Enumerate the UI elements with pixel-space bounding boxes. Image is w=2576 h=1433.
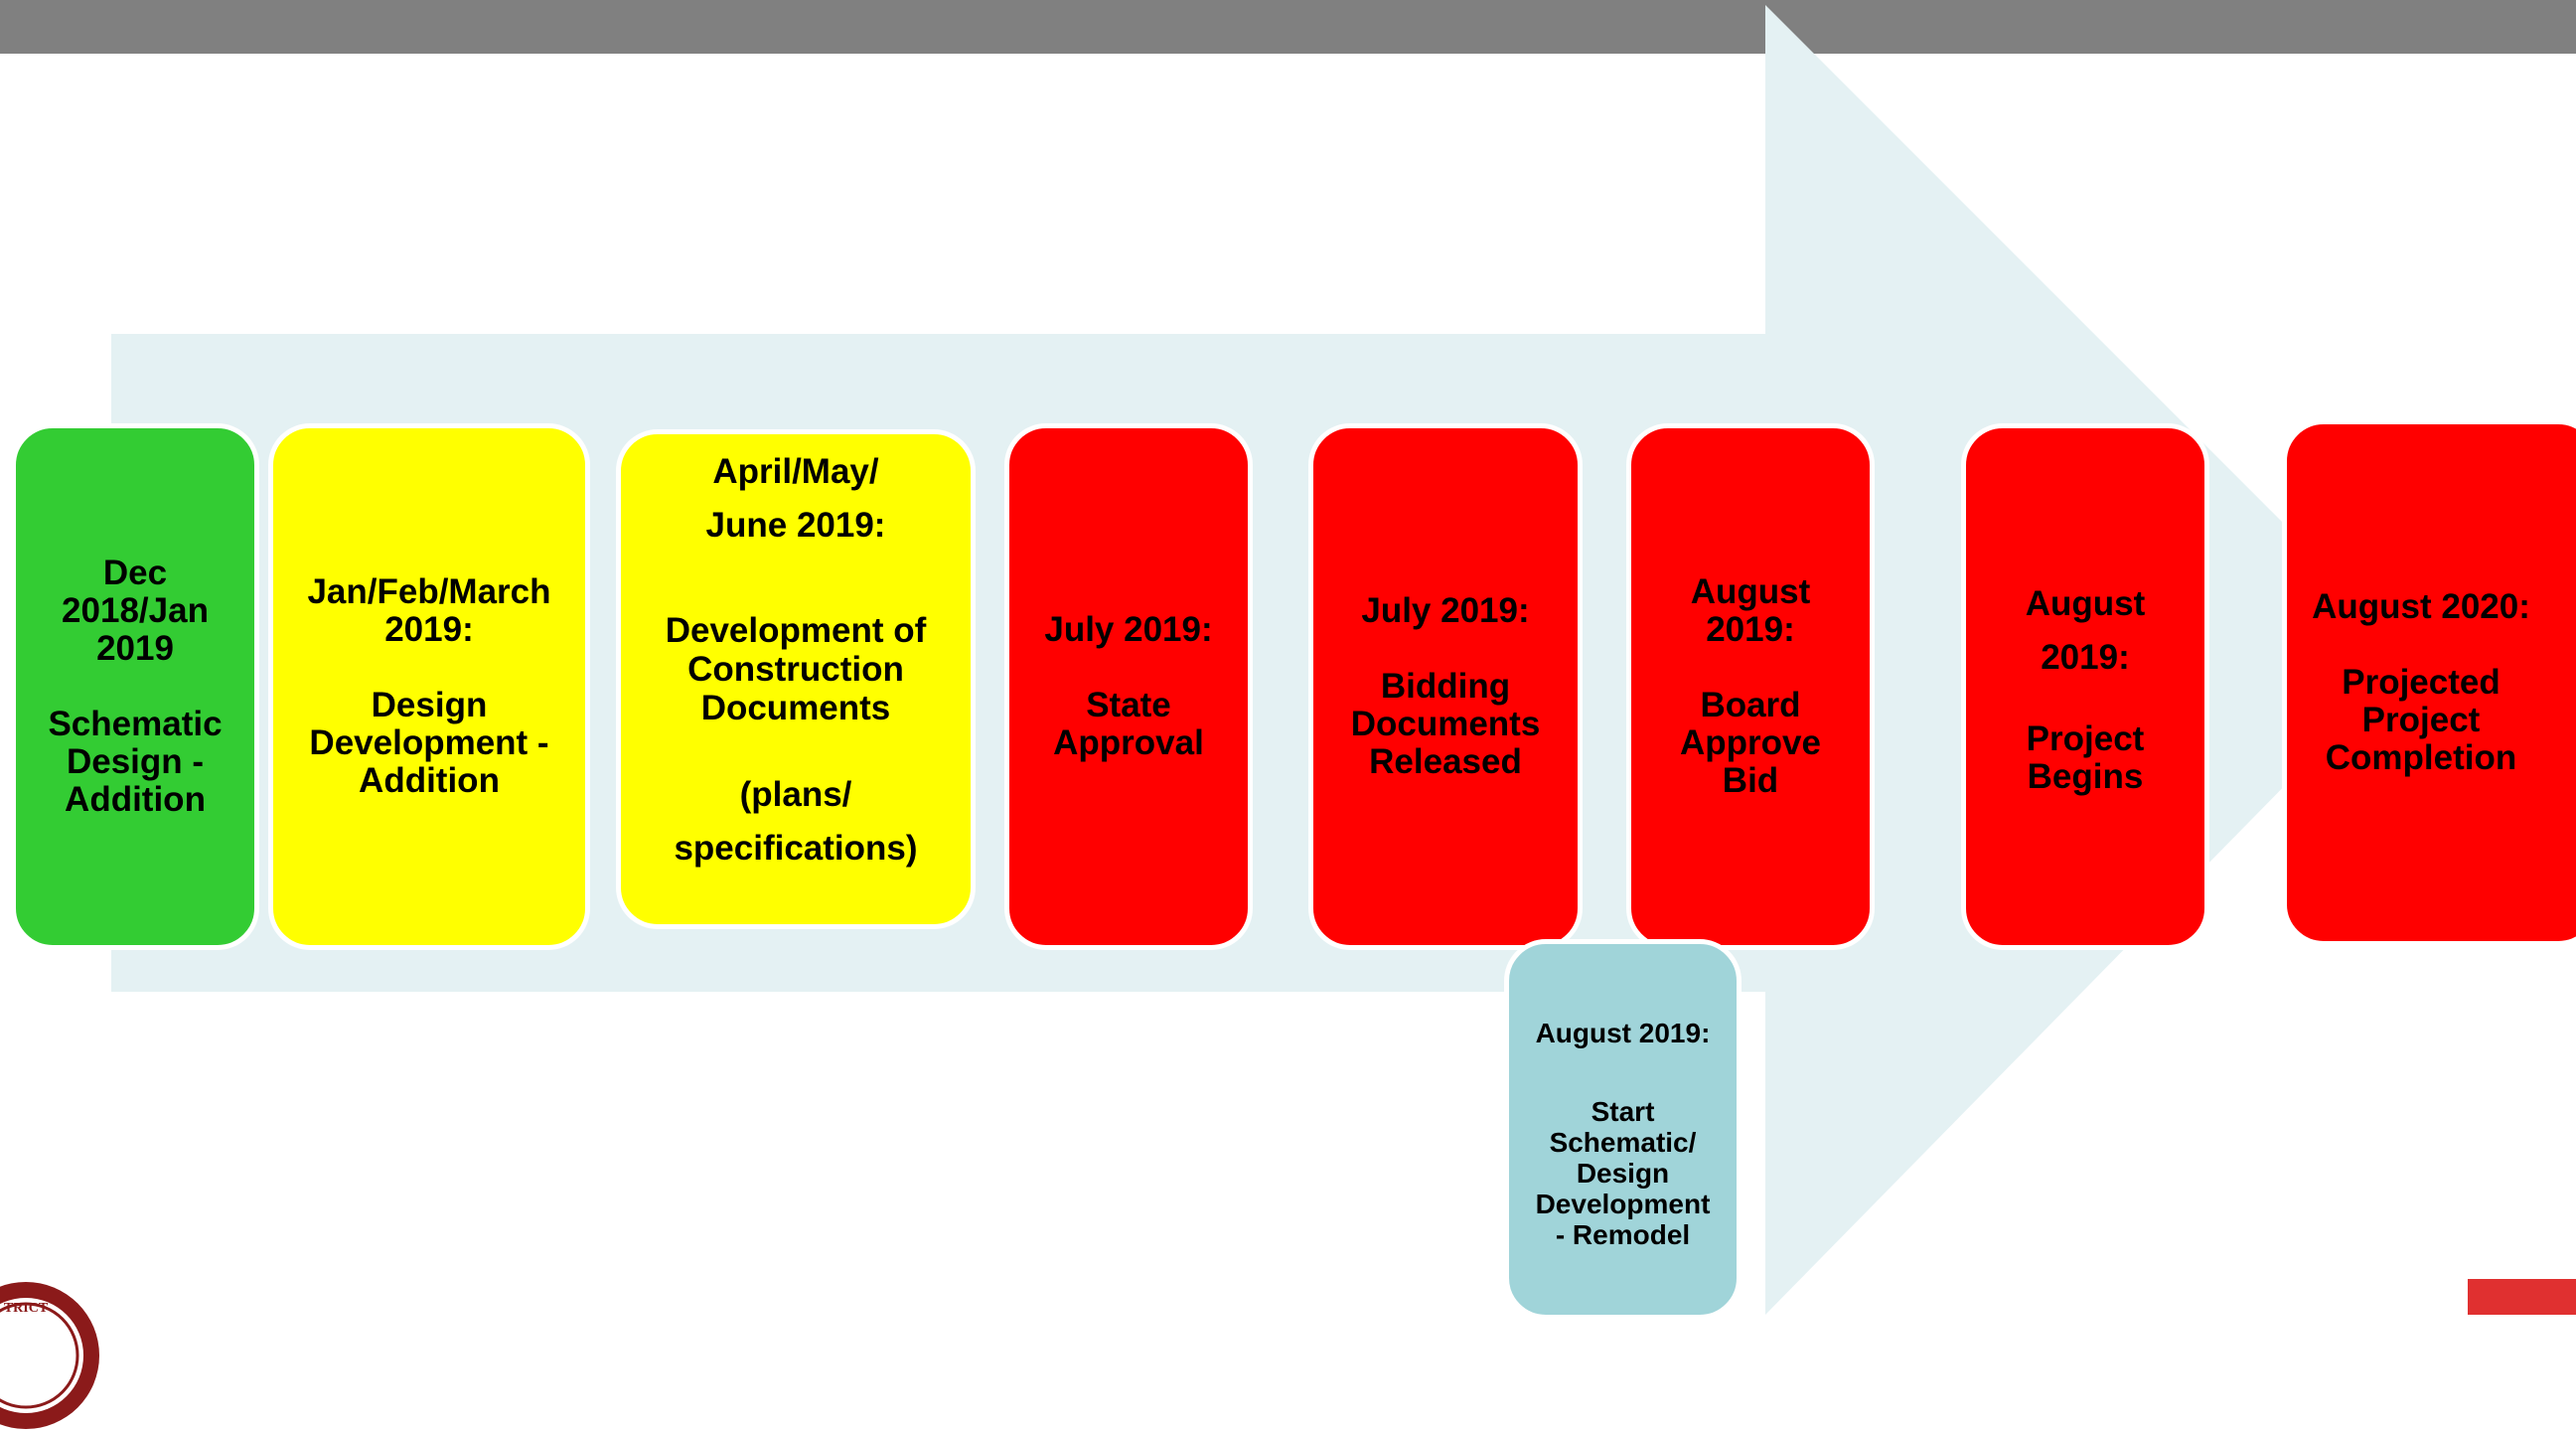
milestone-board-approve-bid: August 2019: Board Approve Bid	[1626, 423, 1875, 950]
milestone-project-begins: August 2019: Project Begins	[1961, 423, 2209, 950]
milestone-date: July 2019:	[1361, 591, 1530, 630]
corner-accent	[2468, 1279, 2576, 1315]
milestone-description: Bidding Documents Released	[1350, 667, 1541, 781]
milestone-description-extra: (plans/ specifications)	[674, 774, 918, 868]
milestone-schematic-design-remodel: August 2019: Start Schematic/ Design Dev…	[1504, 939, 1742, 1320]
milestone-project-completion: August 2020: Projected Project Completio…	[2282, 419, 2576, 946]
milestone-description: Projected Project Completion	[2325, 663, 2517, 777]
milestone-description: Project Begins	[2026, 719, 2145, 796]
milestone-description: Board Approve Bid	[1680, 686, 1821, 800]
milestone-design-development-addition: Jan/Feb/March 2019: Design Development -…	[268, 423, 590, 950]
milestone-date: Jan/Feb/March 2019:	[307, 572, 551, 649]
milestone-description-main: Development of Construction Documents	[665, 610, 927, 727]
milestone-date: August 2020:	[2312, 587, 2530, 626]
milestone-date: April/May/ June 2019:	[705, 451, 886, 545]
milestone-date: Dec 2018/Jan 2019	[62, 554, 209, 668]
logo-text: TRICT	[4, 1301, 49, 1316]
milestone-description: Design Development - Addition	[309, 686, 549, 800]
milestone-date: August 2019:	[1535, 1018, 1711, 1048]
milestone-construction-documents: April/May/ June 2019: Development of Con…	[616, 429, 976, 929]
milestone-description: Start Schematic/ Design Development - Re…	[1535, 1096, 1711, 1250]
milestone-description: Development of Construction Documents (p…	[666, 572, 927, 914]
milestone-description: Schematic Design - Addition	[48, 705, 223, 819]
milestone-date: August 2019:	[1690, 572, 1811, 649]
milestone-bidding-documents: July 2019: Bidding Documents Released	[1308, 423, 1583, 950]
district-seal-logo: TRICT	[0, 1282, 99, 1429]
milestone-description: State Approval	[1053, 686, 1204, 762]
header-bar	[0, 0, 2576, 54]
timeline-arrow	[111, 5, 2414, 1315]
milestone-date: August 2019:	[2025, 584, 2146, 677]
milestone-date: July 2019:	[1044, 610, 1213, 649]
milestone-schematic-design-addition: Dec 2018/Jan 2019 Schematic Design - Add…	[11, 423, 259, 950]
milestone-state-approval: July 2019: State Approval	[1004, 423, 1253, 950]
